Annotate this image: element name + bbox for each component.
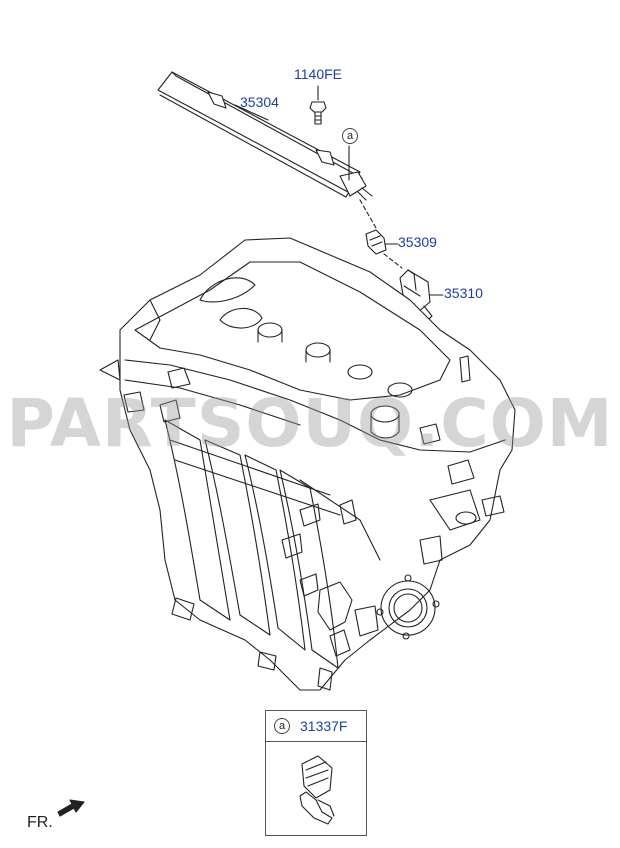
part-number-35310[interactable]: 35310 <box>444 285 483 301</box>
inset-header: a 31337F <box>266 711 366 742</box>
fuel-rail-drawing <box>157 71 373 201</box>
callout-a-marker[interactable]: a <box>342 128 358 144</box>
bolt-drawing <box>309 101 327 125</box>
detail-inset-box: a 31337F <box>265 710 367 836</box>
part-number-35309[interactable]: 35309 <box>398 234 437 250</box>
part-number-1140fe[interactable]: 1140FE <box>294 66 342 82</box>
inset-part-drawing <box>299 755 335 825</box>
leader-lines <box>234 85 444 296</box>
front-arrow-icon <box>57 799 85 817</box>
part-number-35304[interactable]: 35304 <box>240 94 279 110</box>
inset-callout-a: a <box>274 718 290 734</box>
clip-drawing <box>365 229 387 255</box>
engine-drawing <box>99 237 516 691</box>
watermark: PARTSOUQ.COM <box>6 385 614 462</box>
part-number-31337f[interactable]: 31337F <box>300 718 348 734</box>
front-label: FR. <box>27 814 53 831</box>
